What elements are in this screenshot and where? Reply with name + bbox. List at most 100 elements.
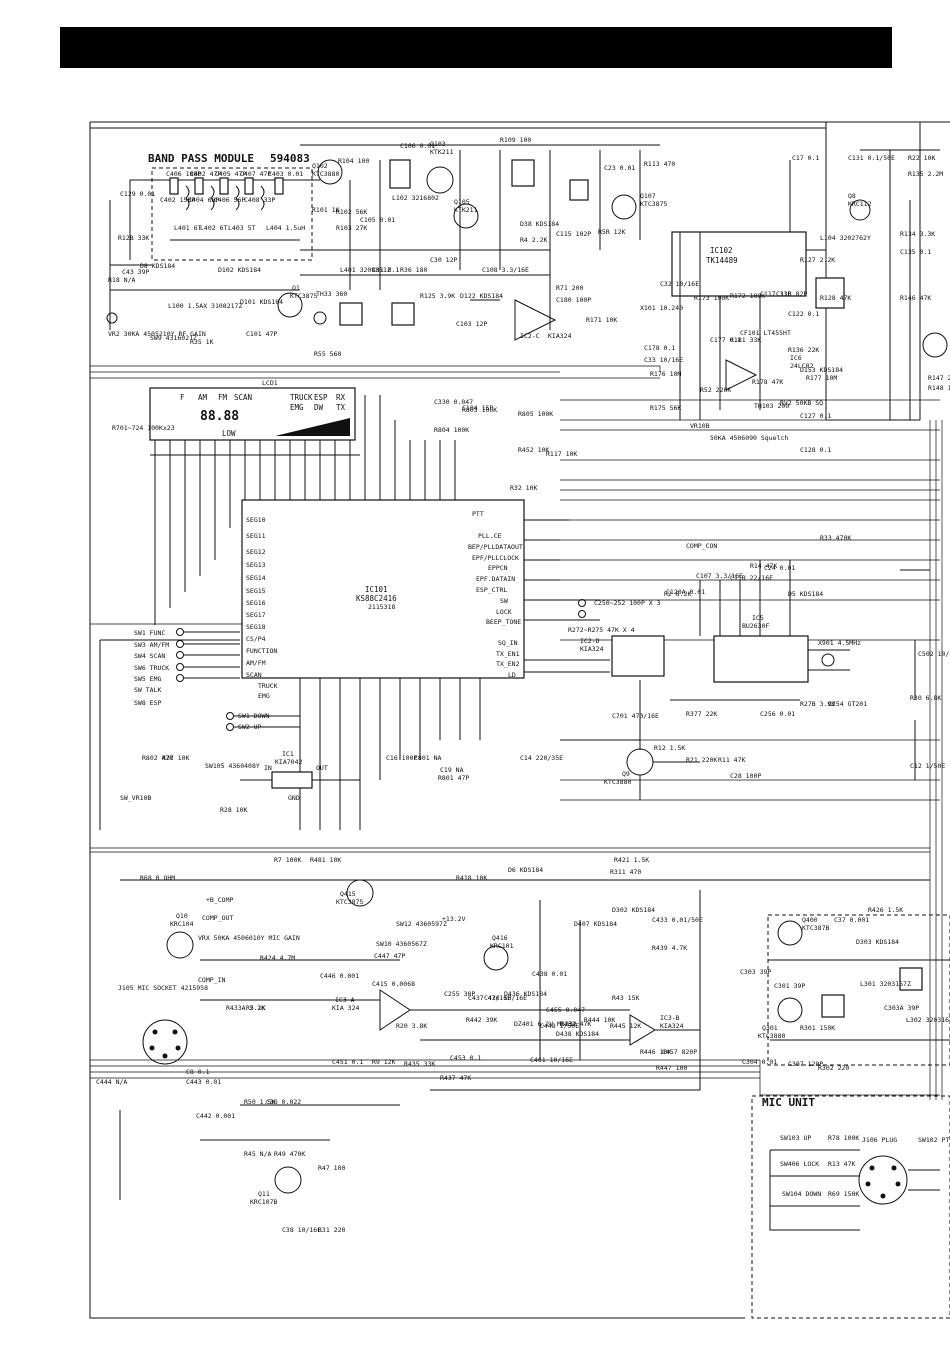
svg-text:X901 4.5MHz: X901 4.5MHz [818, 639, 861, 647]
part-label: R36 180 [400, 266, 427, 274]
lcd-digits: 88.88 [200, 409, 239, 424]
svg-text:SEG15: SEG15 [246, 587, 266, 595]
svg-text:EPF/PLLCLOCK: EPF/PLLCLOCK [472, 554, 519, 562]
svg-text:R701~724 100Kx23: R701~724 100Kx23 [112, 424, 175, 432]
part-label: C433 0.01/50E [652, 916, 703, 924]
svg-text:C406 100P: C406 100P [166, 170, 201, 178]
svg-text:X101 10.240: X101 10.240 [640, 304, 683, 312]
svg-text:EMG: EMG [290, 403, 304, 412]
part-label: C32 10/16E [660, 280, 699, 288]
part-label: C304 0.01 [742, 1058, 777, 1066]
svg-text:IC102: IC102 [710, 246, 733, 255]
part-label: SW10 4360567Z [376, 940, 427, 948]
part-label: R433A 2.2K [226, 1004, 265, 1012]
svg-text:R69 150K: R69 150K [828, 1190, 859, 1198]
part-label: R45 N/A [244, 1150, 271, 1158]
bpm-caps [169, 177, 300, 241]
part-label: C330 0.047 [434, 398, 473, 406]
svg-text:Q103: Q103 [430, 140, 446, 148]
svg-text:ESP: ESP [314, 393, 328, 402]
svg-text:IC5: IC5 [752, 614, 764, 622]
svg-text:L402 6T: L402 6T [200, 224, 227, 232]
svg-text:TRUCK: TRUCK [258, 682, 278, 690]
svg-text:KTK211: KTK211 [454, 206, 478, 214]
svg-text:C402 47P: C402 47P [190, 170, 221, 178]
svg-text:Q301: Q301 [762, 1024, 778, 1032]
part-label: R50 1.5K [244, 1098, 275, 1106]
part-label: R802 47K [142, 754, 173, 762]
part-label: D102 KDS184 [218, 266, 261, 274]
part-label: R12B 33K [118, 234, 149, 242]
part-label: C178 0.1 [644, 344, 675, 352]
part-label: L100 1.5AX 3108217Z [168, 302, 242, 310]
part-label: R14 47K [750, 562, 777, 570]
svg-text:Q102: Q102 [312, 162, 328, 170]
title-bar [60, 27, 892, 68]
svg-text:KRC104: KRC104 [170, 920, 194, 928]
svg-text:SEG13: SEG13 [246, 561, 266, 569]
part-label: R71 200 [556, 284, 583, 292]
part-label: C16 100P [386, 754, 417, 762]
part-label: C19 NA [440, 766, 464, 774]
svg-text:KIA7042: KIA7042 [275, 758, 302, 766]
band-pass-module: BAND PASS MODULE 594083 C406 100P C402 4… [129, 152, 320, 261]
svg-text:SW103 UP: SW103 UP [780, 1134, 811, 1142]
mic-compressor-block: J105 MIC SOCKET 4215958 VRX 50KA 4506010… [118, 879, 930, 1200]
svg-text:VR2 30KA 4505210Y RF GAIN: VR2 30KA 4505210Y RF GAIN [108, 330, 206, 338]
lcd-box [149, 387, 356, 441]
part-label: C31 0.1 [372, 266, 399, 274]
part-label: R32 10K [510, 484, 537, 492]
part-label: C442 0.001 [196, 1112, 235, 1120]
svg-text:LD: LD [508, 671, 516, 679]
svg-text:DW: DW [314, 403, 324, 412]
part-label: C28 100P [730, 772, 761, 780]
svg-text:L403 5T: L403 5T [228, 224, 255, 232]
mcu-ic101: IC101 KS88C2416 2115318 SEG10 SEG11 SEG1… [241, 499, 610, 830]
part-label: R21 220K [686, 756, 717, 764]
part-label: C33 10/16E [644, 356, 683, 364]
part-label: R801 47P [438, 774, 469, 782]
left-switch-bank: SW1 FUNC SW3 AM/FM SW4 SCAN SW6 TRUCK SW… [99, 628, 360, 830]
part-label: R421 1.5K [614, 856, 649, 864]
part-label: R30 6.8K [910, 694, 941, 702]
ic102-box [671, 231, 807, 297]
svg-text:C405 47P: C405 47P [215, 170, 246, 178]
part-label: R31 220 [318, 1226, 345, 1234]
part-label: R803 100K [462, 406, 497, 414]
part-label: SW9 4316021Z [150, 334, 197, 342]
part-label: C8 0.1 [186, 1068, 210, 1076]
part-label: C129 0.01 [120, 190, 155, 198]
part-label: R128 47K [820, 294, 851, 302]
svg-text:R13 47K: R13 47K [828, 1160, 855, 1168]
part-label: R55 560 [314, 350, 341, 358]
part-label: C104 15P [462, 404, 493, 412]
part-label: R148 1.5K [928, 384, 950, 392]
part-label: L104 3202762Y [820, 234, 871, 242]
svg-text:SCAN: SCAN [234, 393, 252, 402]
svg-text:Q105: Q105 [454, 198, 470, 206]
part-label: R147 27K [928, 374, 950, 382]
svg-text:SW3 AM/FM: SW3 AM/FM [134, 641, 169, 649]
part-label: R109 100 [500, 136, 531, 144]
svg-text:SW5 EMG: SW5 EMG [134, 675, 161, 683]
part-label: C127 0.1 [800, 412, 831, 420]
mic-unit-title: MIC UNIT [762, 1096, 815, 1109]
svg-text:KTC3875: KTC3875 [336, 898, 363, 906]
svg-text:SW1 FUNC: SW1 FUNC [134, 629, 165, 637]
svg-text:AM/FM: AM/FM [246, 659, 266, 667]
svg-text:IC3-B: IC3-B [660, 1014, 680, 1022]
part-label: R20 3.8K [396, 1022, 427, 1030]
part-label: R302 220 [818, 1064, 849, 1072]
svg-text:Q10: Q10 [176, 912, 188, 920]
part-label: R52 220K [700, 386, 731, 394]
part-label: R435 33K [404, 1060, 435, 1068]
part-label: R22 10K [908, 154, 935, 162]
part-label: D303 KDS184 [856, 938, 899, 946]
svg-text:SEG12: SEG12 [246, 548, 266, 556]
part-label: R12 1.5K [654, 744, 685, 752]
svg-text:SW406 LOCK: SW406 LOCK [780, 1160, 819, 1168]
part-label: D5 KDS184 [788, 590, 823, 598]
svg-text:Q416: Q416 [492, 934, 508, 942]
part-label: C447 47P [374, 952, 405, 960]
